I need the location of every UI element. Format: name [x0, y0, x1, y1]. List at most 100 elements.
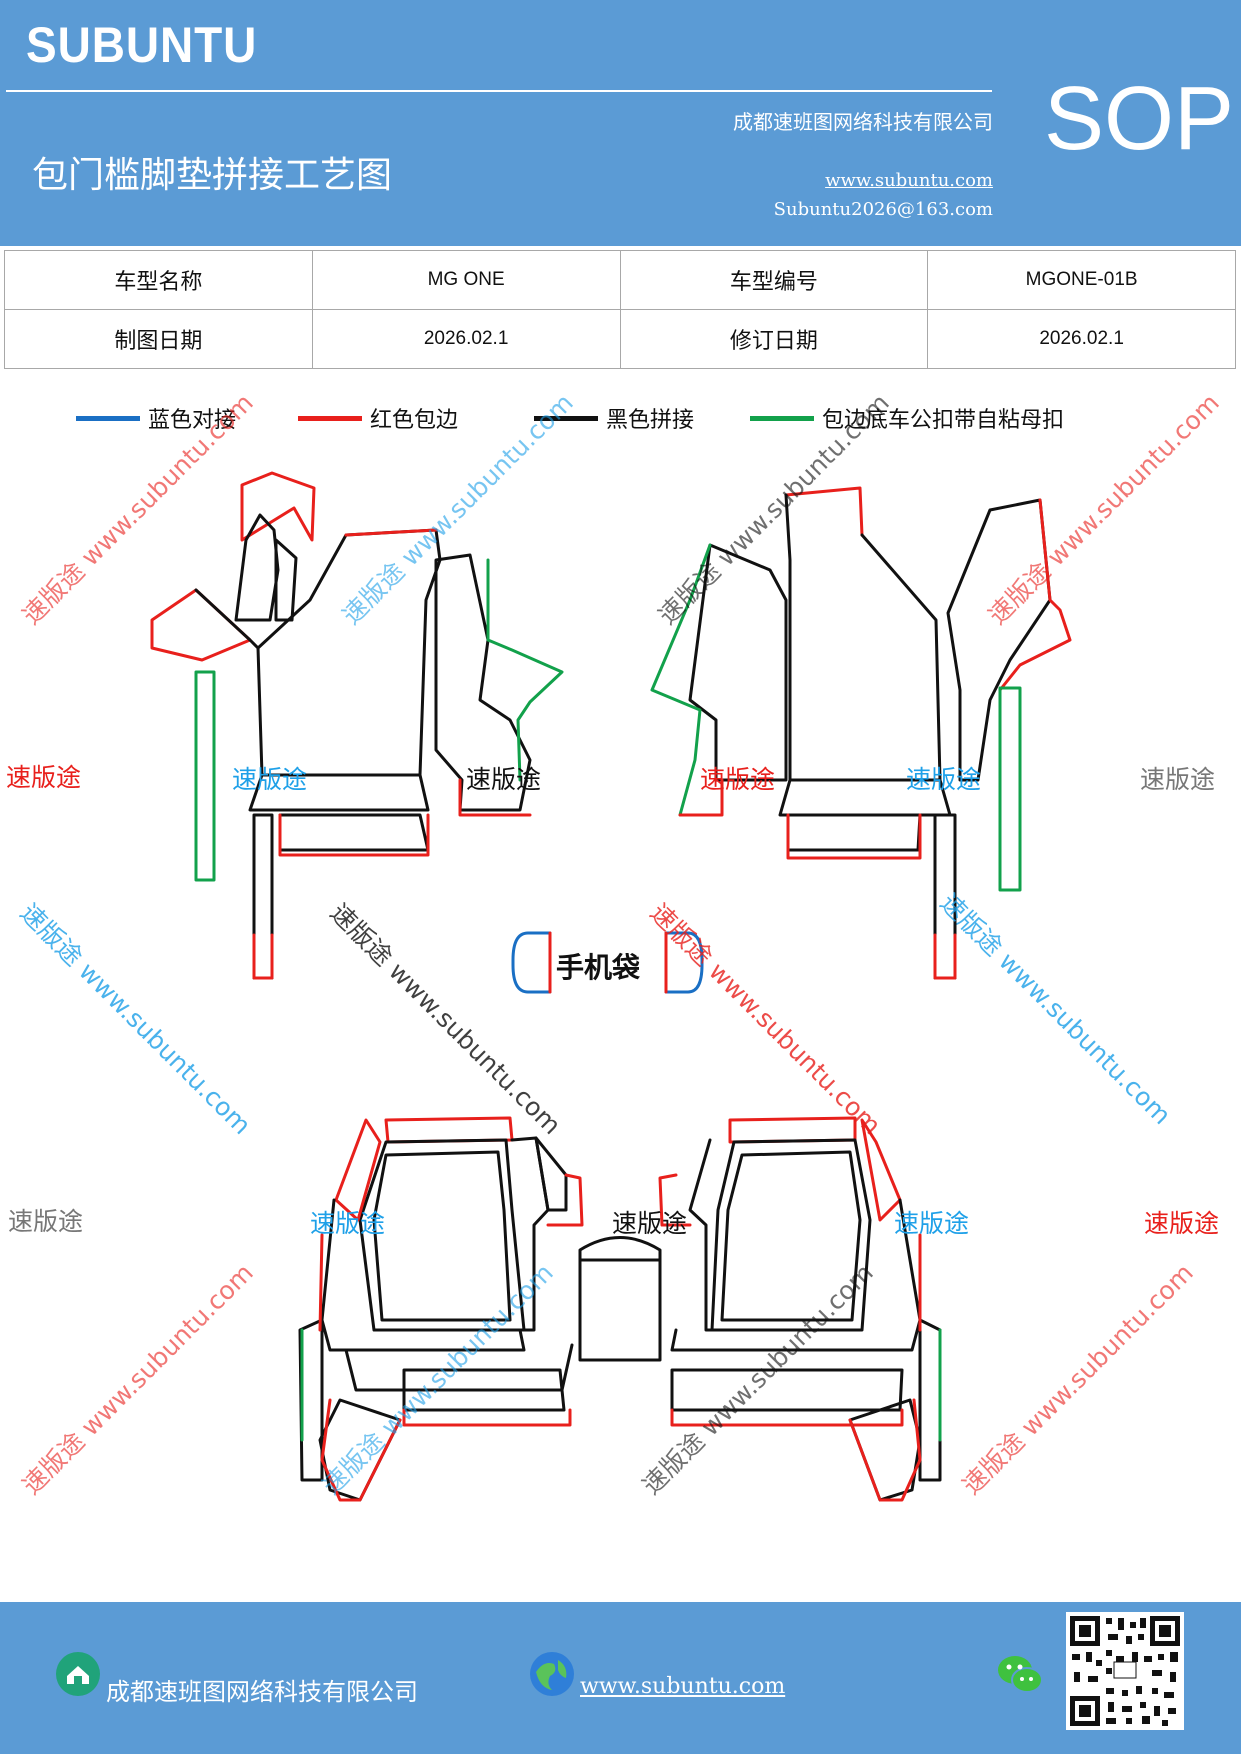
mat-piece — [784, 486, 864, 537]
label-draw-date: 制图日期 — [4, 309, 313, 369]
mat-piece — [274, 538, 298, 622]
legend-item-red: 红色包边 — [298, 402, 458, 434]
table-row: 车型名称 MG ONE 车型编号 MGONE-01B — [4, 250, 1236, 310]
mat-piece — [510, 1136, 550, 1332]
mat-piece — [240, 471, 316, 542]
mat-pattern-diagram — [150, 471, 1072, 1502]
sop-label: SOP — [1044, 69, 1235, 169]
phone-bag-left-bracket — [511, 931, 552, 994]
value-model-code: MGONE-01B — [927, 250, 1236, 310]
qr-code[interactable] — [1066, 1612, 1184, 1730]
legend-item-blue: 蓝色对接 — [76, 402, 236, 434]
watermark: 速版途 — [906, 765, 982, 794]
front-right-mat-group — [650, 486, 1072, 980]
brand-logo: SUBUNTU — [26, 17, 258, 73]
watermark: 速版途 — [700, 765, 776, 794]
mat-edge-red — [546, 1173, 584, 1227]
mat-piece — [534, 1136, 568, 1212]
label-revise-date: 修订日期 — [619, 309, 929, 369]
watermark: 速版途 — [232, 765, 308, 794]
watermark: 速版途 — [8, 1207, 84, 1236]
rear-right-mat-group — [658, 1116, 942, 1502]
phone-bag-right-bracket — [664, 931, 704, 994]
watermark: 速版途 — [466, 765, 542, 794]
mat-edge-red — [786, 813, 922, 860]
legend-label: 黑色拼接 — [606, 408, 695, 433]
mat-piece — [728, 1116, 857, 1144]
watermark: 速版途 — [310, 1209, 386, 1238]
footer-website-link[interactable]: www.subuntu.com — [580, 1674, 786, 1699]
value-revise-date: 2026.02.1 — [927, 309, 1236, 369]
watermark: 速版途 — [894, 1209, 970, 1238]
mat-piece — [688, 1138, 714, 1332]
console-piece — [578, 1236, 662, 1362]
mat-piece — [372, 1150, 512, 1322]
header-divider — [6, 90, 992, 92]
legend-item-green: 包边底车公扣带自粘母扣 — [750, 402, 1064, 434]
legend-label: 红色包边 — [370, 408, 459, 433]
footer-company: 成都速班图网络科技有限公司 — [106, 1678, 418, 1706]
watermark: 速版途 — [1140, 765, 1216, 794]
mat-piece — [248, 773, 430, 812]
mat-piece — [344, 528, 438, 537]
mat-piece — [710, 1138, 872, 1332]
header-email[interactable]: Subuntu2026@163.com — [773, 199, 993, 220]
watermark: 速版途 — [612, 1209, 688, 1238]
label-model-name: 车型名称 — [4, 250, 313, 310]
mat-edge-red — [998, 498, 1072, 692]
rear-left-mat-group — [298, 1116, 584, 1502]
mat-edge-red — [848, 1398, 922, 1502]
legend-item-black: 黑色拼接 — [534, 402, 694, 434]
header-website-link[interactable]: www.subuntu.com — [825, 170, 993, 191]
mat-edge-green — [650, 543, 712, 817]
watermark: 速版途 — [6, 763, 82, 792]
header-banner: SUBUNTU 成都速班图网络科技有限公司 包门槛脚垫拼接工艺图 www.sub… — [0, 0, 1241, 246]
page-title: 包门槛脚垫拼接工艺图 — [32, 155, 393, 196]
globe-icon — [530, 1652, 574, 1696]
mat-piece — [234, 513, 280, 622]
mat-piece — [670, 1368, 904, 1412]
mat-edge-red — [658, 1173, 692, 1227]
label-model-code: 车型编号 — [619, 250, 929, 310]
mat-piece — [252, 813, 274, 980]
mat-edge-red — [318, 1233, 324, 1332]
mat-piece — [278, 813, 430, 852]
mat-edge-red — [252, 933, 274, 980]
legend-swatch-red — [298, 415, 362, 421]
mat-piece — [688, 543, 788, 782]
info-table: 车型名称 MG ONE 车型编号 MGONE-01B 制图日期 2026.02.… — [4, 250, 1236, 369]
value-model-name: MG ONE — [311, 250, 621, 310]
value-draw-date: 2026.02.1 — [311, 309, 621, 369]
mat-edge-red — [933, 933, 957, 980]
mat-edge-red — [458, 778, 532, 817]
mat-piece — [784, 493, 942, 782]
header-company: 成都速班图网络科技有限公司 — [733, 110, 993, 134]
mat-piece — [194, 588, 260, 650]
qr-code-pattern — [1070, 1616, 1180, 1726]
legend-swatch-green — [750, 415, 814, 421]
wechat-icon[interactable] — [996, 1652, 1044, 1696]
legend-swatch-black — [534, 415, 598, 421]
legend-label: 蓝色对接 — [148, 408, 237, 433]
mat-edge-red — [678, 778, 724, 817]
mat-edge-red — [670, 1408, 904, 1427]
mat-piece — [434, 553, 532, 812]
mat-piece — [320, 1198, 526, 1352]
mat-edge-green — [486, 558, 564, 782]
company-icon — [56, 1652, 100, 1696]
mat-piece — [318, 1398, 402, 1502]
mat-edge-red — [402, 1408, 572, 1427]
mat-edge-red — [278, 813, 430, 857]
mat-edge-red — [320, 1398, 402, 1502]
mat-piece — [720, 1150, 862, 1322]
table-row: 制图日期 2026.02.1 修订日期 2026.02.1 — [4, 309, 1236, 369]
phone-bag-label: 手机袋 — [556, 951, 641, 984]
front-left-mat-group — [150, 471, 564, 980]
mat-piece — [946, 498, 1052, 782]
legend-label: 包边底车公扣带自粘母扣 — [822, 408, 1065, 433]
mat-piece — [298, 1318, 324, 1482]
mat-piece — [384, 1116, 514, 1144]
mat-piece — [786, 813, 922, 852]
mat-piece — [402, 1368, 566, 1412]
mat-piece — [670, 1198, 922, 1352]
